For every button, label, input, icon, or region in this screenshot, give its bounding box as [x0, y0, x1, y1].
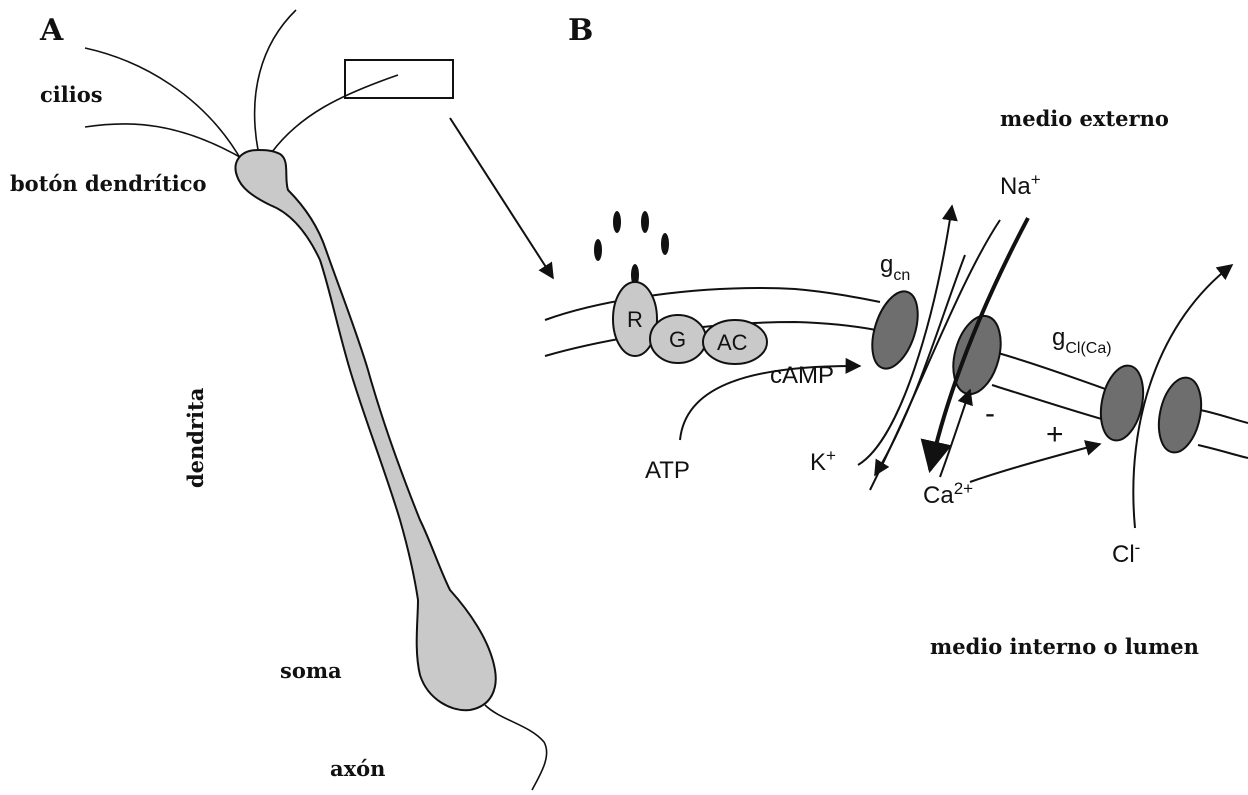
plus-sign: + [1046, 418, 1064, 451]
dendrite-label: dendrita [183, 387, 208, 488]
axon-label: axón [330, 756, 385, 781]
panel-a: A cilios botón dendrítico dendrita soma … [10, 10, 547, 790]
odorant-4 [661, 233, 669, 255]
cilium-4 [272, 75, 398, 152]
na-label: Na+ [1000, 170, 1041, 200]
axon-line [485, 705, 547, 790]
membrane-inner-right [1198, 445, 1248, 458]
odorant-1 [613, 211, 621, 233]
membrane-inner-mid [992, 385, 1105, 420]
panel-b: B medio externo medio interno o lumen R … [545, 13, 1248, 659]
ca-activate-arrow [970, 444, 1100, 482]
zoom-box [345, 60, 453, 98]
clca-channel-right [1153, 374, 1208, 457]
ca-inhibit-arrow [940, 390, 970, 477]
odorant-molecules [594, 211, 669, 286]
clca-channel-left [1095, 362, 1150, 445]
knob-label: botón dendrítico [10, 171, 207, 196]
external-medium-label: medio externo [1000, 106, 1169, 131]
cilia-label: cilios [40, 82, 103, 107]
atp-label: ATP [645, 457, 690, 484]
camp-label: cAMP [770, 362, 834, 389]
cilium-3 [255, 10, 296, 150]
cl-label: Cl- [1112, 538, 1140, 568]
gcl-label: gCl(Ca) [1052, 324, 1112, 357]
olfactory-neuron [236, 150, 496, 710]
panel-b-label: B [568, 13, 593, 48]
gcn-label: gcn [880, 251, 910, 284]
membrane-outer-mid [998, 353, 1108, 390]
zoom-arrow [450, 118, 553, 278]
g-protein-label: G [669, 327, 686, 352]
ac-label: AC [717, 330, 748, 355]
panel-a-label: A [39, 13, 64, 48]
odorant-3 [594, 239, 602, 261]
k-label: K+ [810, 446, 836, 476]
soma-label: soma [280, 658, 342, 683]
minus-sign: - [985, 397, 995, 430]
membrane-outer-left [545, 288, 880, 320]
cilia [85, 10, 398, 163]
ca-label: Ca2+ [923, 479, 973, 509]
receptor-label: R [627, 307, 643, 332]
odorant-2 [641, 211, 649, 233]
internal-medium-label: medio interno o lumen [930, 634, 1199, 659]
membrane-outer-right [1200, 410, 1248, 423]
